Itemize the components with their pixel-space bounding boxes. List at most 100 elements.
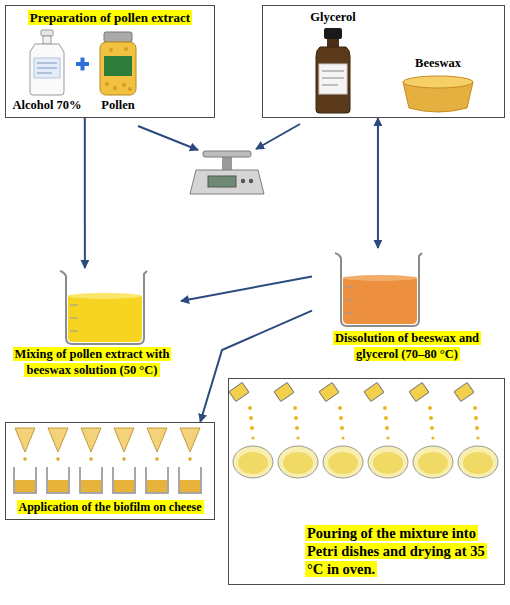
cheese-sample [14,428,36,493]
beaker-tick [70,318,78,319]
beaker-liquid [343,278,417,324]
beaker-tick [70,331,78,332]
row: Alcohol 70% Pollen [6,97,214,113]
pollen-grain [109,48,113,52]
cheese-sample [80,428,102,493]
cheese-sample [113,428,135,493]
beaker-tick [345,287,353,288]
bottle-body [316,47,350,113]
step-caption: Pouring of the mixture into Petri dishes… [305,525,487,577]
text-holder: Mixing of pollen extract with beeswax so… [3,346,181,378]
pollen-grain [113,86,117,90]
spacer [383,71,493,113]
bottle-label [34,58,60,78]
beaker-tick [345,313,353,314]
plus-bar [81,58,85,71]
step-caption: Application of the biofilm on cheese [17,500,204,514]
scale-button [249,179,253,183]
beaker [60,271,147,344]
scale-pan [203,151,251,157]
process-box: GlycerolBeeswax [262,5,505,118]
scale-symbol [190,151,264,194]
alcohol-bottle [30,30,64,95]
liquid-surface [343,275,417,281]
process-box: Preparation of pollen extractAlcohol 70%… [5,5,215,118]
spacer [6,27,214,97]
flow-arrow [138,126,198,150]
jar-label [104,56,132,76]
step-title: Preparation of pollen extract [28,10,192,25]
petri-dish [229,382,273,478]
pollen-jar [100,32,136,95]
spacer [229,379,504,524]
label-line [37,63,57,64]
pollen-grain [105,82,109,86]
pollen-grain [128,87,132,91]
text-holder: Dissolution of beeswax and glycerol (70–… [312,330,502,362]
spacer [6,423,214,499]
label-line [322,71,344,72]
beaker-glass [60,271,147,344]
scale-button [241,179,245,183]
bottle-body [30,44,64,95]
plus-sign [76,58,89,71]
petri-dish [364,382,408,478]
label-line [322,78,344,79]
text-holder: Alcohol 70% [6,97,88,113]
beaker-tick [70,305,78,306]
cheese-sample [146,428,168,493]
flow-arrow [181,277,312,302]
flow-arrow [84,118,86,268]
beaker-liquid [68,296,142,342]
flow-arrow [256,124,300,149]
wax-top [403,76,473,88]
column: Glycerol [283,9,383,113]
bottle-label [319,64,347,94]
petri-dish [274,382,318,478]
text-holder: Beeswax [383,55,493,71]
step-caption: Dissolution of beeswax and glycerol (70–… [333,331,481,361]
cheese-sample [179,428,201,493]
beeswax-block [403,76,473,112]
petri-dish [454,382,498,478]
item-label: Beeswax [415,56,461,70]
text-holder: Glycerol [283,9,383,25]
jar-body [100,42,136,95]
scale-display [208,176,236,187]
pollen-grain [124,47,128,51]
column: Pollen [88,97,148,113]
spacer [283,25,383,113]
item-label: Glycerol [310,10,356,24]
cheese-sample [47,428,69,493]
spacer [312,248,502,330]
bottle-neck [43,36,51,44]
text-holder: Pouring of the mixture into Petri dishes… [305,524,498,578]
item-label: Alcohol 70% [12,98,81,112]
flow-arrow [377,118,379,248]
petri-dish [319,382,363,478]
process-box: Application of the biofilm on cheese [5,422,215,520]
glycerol-bottle [316,28,350,113]
column: Alcohol 70% [6,97,88,113]
bottle-cap [41,30,53,36]
flow-arrow [200,311,312,422]
bottle-neck [327,39,339,47]
scale-stem [222,156,232,170]
petri-dish [409,382,453,478]
beaker-glass [335,253,422,326]
label-line [37,68,57,69]
process-step: Dissolution of beeswax and glycerol (70–… [312,248,502,362]
text-holder: Pollen [88,97,148,113]
spacer [3,268,181,346]
label-line [322,85,338,86]
step-caption: Mixing of pollen extract with beeswax so… [13,347,172,377]
text-holder: Application of the biofilm on cheese [6,499,214,515]
scale-body [190,170,264,194]
bottle-cap [324,28,342,39]
column: Beeswax [383,55,493,113]
text-holder: Preparation of pollen extract [6,9,214,27]
jar-lid [104,32,132,42]
beaker [335,253,422,326]
